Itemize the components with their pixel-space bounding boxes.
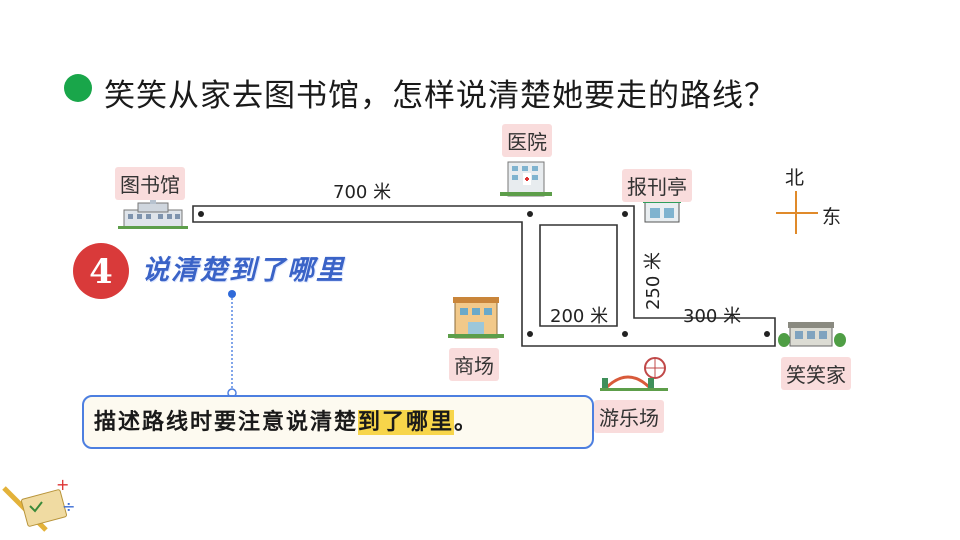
svg-text:÷: ÷ — [62, 497, 75, 516]
svg-text:+: + — [56, 475, 69, 494]
stationery-icon: + ÷ — [2, 475, 75, 532]
title-bullet — [64, 74, 92, 102]
distance-250: 250 米 — [643, 251, 664, 311]
distance-700: 700 米 — [333, 182, 392, 203]
label-kiosk: 报刊亭 — [622, 169, 692, 202]
node-corner-right — [622, 331, 628, 337]
tip-highlight: 到了哪里 — [358, 410, 455, 435]
road-nodes — [198, 211, 770, 337]
distance-200: 200 米 — [550, 306, 609, 327]
page-title: 笑笑从家去图书馆，怎样说清楚她要走的路线？ — [104, 78, 776, 114]
label-home: 笑笑家 — [781, 357, 851, 390]
mall-icon — [448, 297, 504, 339]
tip-heading: 说清楚到了哪里 — [142, 255, 345, 286]
node-home — [764, 331, 770, 337]
tip-number-badge: 4 — [73, 243, 129, 299]
library-icon — [118, 198, 188, 229]
tip-callout-text: 描述路线时要注意说清楚到了哪里。 — [94, 410, 479, 435]
label-mall: 商场 — [449, 348, 499, 381]
node-kiosk — [622, 211, 628, 217]
node-library — [198, 211, 204, 217]
label-library: 图书馆 — [115, 167, 185, 200]
label-park: 游乐场 — [594, 400, 664, 433]
distance-300: 300 米 — [683, 306, 742, 327]
label-hospital: 医院 — [502, 124, 552, 157]
tip-connector — [227, 290, 237, 398]
node-hospital — [527, 211, 533, 217]
hospital-icon — [500, 161, 552, 197]
compass-icon — [776, 191, 818, 234]
park-icon — [600, 357, 668, 392]
compass-north: 北 — [785, 167, 805, 189]
tip-callout-box — [82, 395, 594, 449]
compass-east: 东 — [822, 206, 842, 228]
node-corner-left — [527, 331, 533, 337]
road-lines — [192, 205, 776, 347]
home-icon — [778, 322, 846, 347]
